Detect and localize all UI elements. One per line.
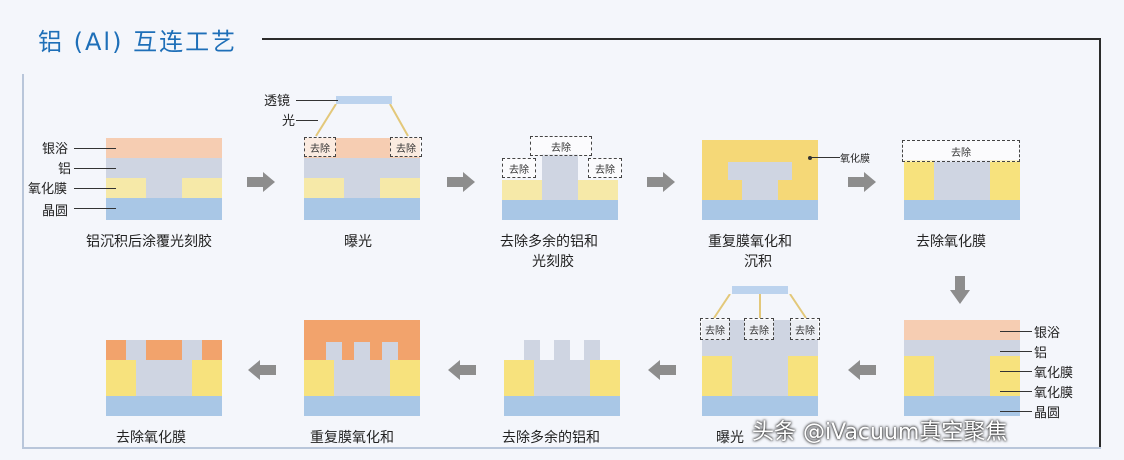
leader-line — [1000, 351, 1032, 352]
leader-line — [74, 148, 116, 149]
step6-label-bath: 银浴 — [1034, 326, 1061, 341]
remove-mark: 去除 — [530, 136, 592, 156]
step4-caption-line1: 重复膜氧化和 — [708, 234, 792, 250]
leader-line — [1000, 371, 1032, 372]
remove-mark: 去除 — [790, 318, 820, 340]
process-arrow-right-icon — [647, 172, 675, 192]
process-arrow-right-icon — [247, 172, 275, 192]
step10-caption: 去除氧化膜 — [116, 430, 186, 446]
step3-caption-line2: 光刻胶 — [532, 254, 574, 270]
page-title: 铝 (Al) 互连工艺 — [38, 28, 238, 56]
step8-caption: 去除多余的铝和 — [502, 430, 600, 446]
process-arrow-right-icon — [447, 172, 475, 192]
step5-wafer — [904, 160, 1020, 220]
layer-label-aluminum: 铝 — [58, 162, 72, 177]
leader-line — [74, 188, 116, 189]
title-rule — [262, 38, 1100, 40]
step3-caption-line1: 去除多余的铝和 — [500, 234, 598, 250]
remove-mark: 去除 — [902, 140, 1020, 162]
layer-label-oxide: 氧化膜 — [28, 182, 68, 197]
leader-line — [1000, 331, 1032, 332]
step6-label-oxide: 氧化膜 — [1034, 366, 1074, 381]
leader-line — [810, 157, 840, 158]
frame-right-rule — [1099, 38, 1101, 448]
step6-label-wafer: 晶圆 — [1034, 406, 1061, 421]
lens-label: 透镜 — [264, 94, 291, 109]
step4-caption-line2: 沉积 — [744, 254, 772, 270]
step6-wafer — [904, 320, 1020, 416]
step3-wafer — [502, 154, 618, 220]
leader-line — [74, 208, 116, 209]
remove-mark: 去除 — [304, 137, 336, 157]
lens-rect — [732, 286, 788, 294]
process-arrow-left-icon — [848, 360, 876, 380]
step1-wafer — [106, 138, 222, 220]
remove-mark: 去除 — [700, 318, 730, 340]
process-arrow-left-icon — [248, 360, 276, 380]
leader-line — [296, 120, 318, 121]
step2-caption: 曝光 — [344, 234, 372, 250]
watermark: 头条 @iVacuum真空聚焦 — [752, 420, 1008, 445]
light-label: 光 — [282, 114, 296, 129]
layer-label-bath: 银浴 — [42, 142, 69, 157]
step9-caption: 重复膜氧化和 — [310, 430, 394, 446]
remove-mark: 去除 — [390, 137, 422, 157]
process-arrow-left-icon — [448, 360, 476, 380]
frame-left-rule — [22, 74, 24, 448]
process-arrow-right-icon — [848, 172, 876, 192]
step7-caption: 曝光 — [716, 430, 744, 446]
step4-wafer — [702, 140, 818, 220]
frame-bottom-rule — [22, 447, 1101, 449]
step6-label-oxide-2: 氧化膜 — [1034, 386, 1074, 401]
remove-mark: 去除 — [588, 158, 622, 178]
leader-line — [1000, 411, 1032, 412]
step1-caption: 铝沉积后涂覆光刻胶 — [86, 234, 212, 250]
light-rays — [713, 294, 807, 319]
remove-mark: 去除 — [502, 158, 536, 178]
light-rays — [315, 104, 409, 137]
step10-wafer — [106, 340, 222, 416]
process-arrow-left-icon — [648, 360, 676, 380]
leader-line — [1000, 391, 1032, 392]
remove-mark: 去除 — [744, 318, 774, 340]
step5-caption: 去除氧化膜 — [916, 234, 986, 250]
step8-wafer — [504, 340, 620, 416]
leader-line — [296, 100, 338, 101]
lens-rect — [336, 96, 392, 104]
process-arrow-down-icon — [950, 276, 970, 304]
step9-wafer — [304, 320, 420, 416]
layer-label-wafer: 晶圆 — [42, 204, 69, 219]
leader-dot — [808, 156, 812, 160]
step6-label-aluminum: 铝 — [1034, 346, 1048, 361]
oxide-label: 氧化膜 — [840, 154, 870, 165]
leader-line — [74, 168, 116, 169]
